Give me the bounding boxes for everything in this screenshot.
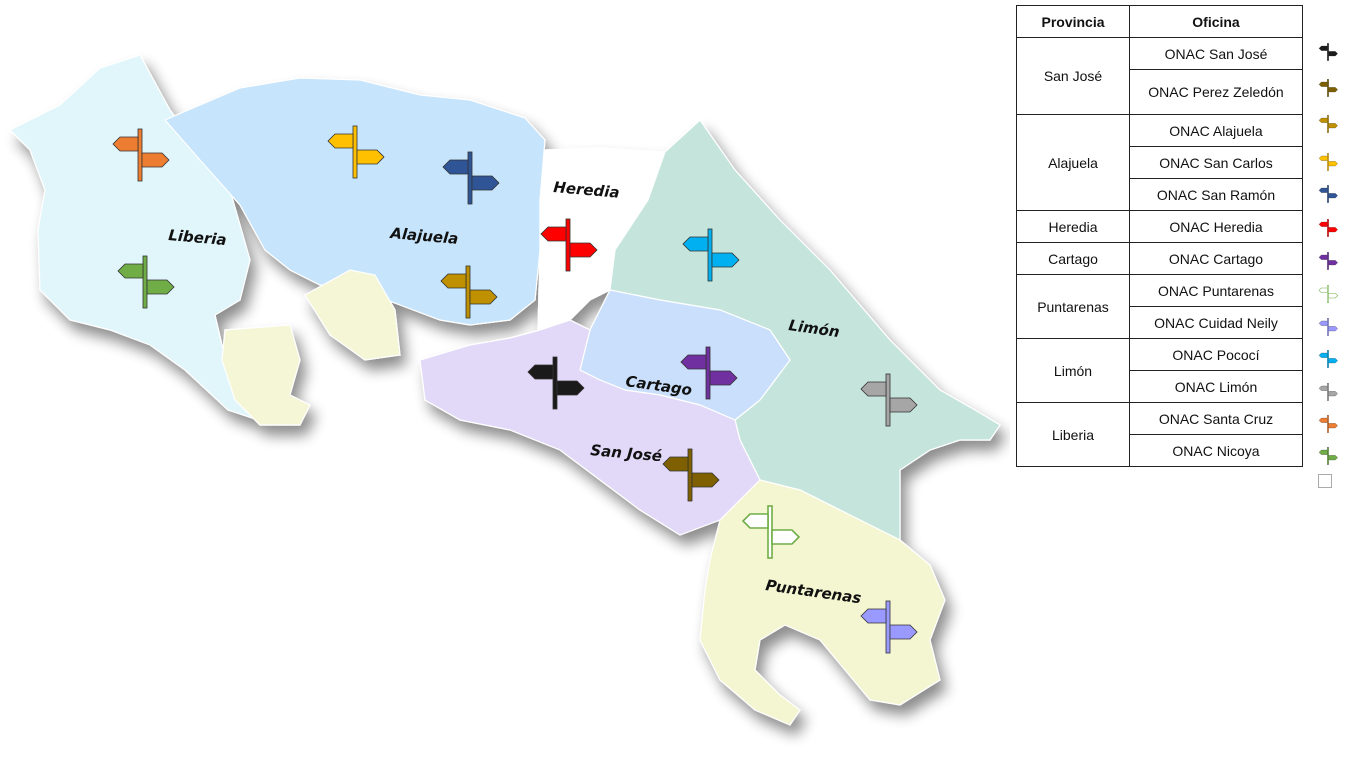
region-sanjose <box>419 319 761 536</box>
table-row: Puntarenas ONAC Puntarenas <box>1016 274 1303 339</box>
office-cell: ONAC Heredia <box>1129 210 1303 243</box>
legend-signpost-icon <box>1318 447 1338 465</box>
table-row: Limón ONAC Pococí <box>1016 338 1303 403</box>
signpost-icon <box>680 346 738 400</box>
office-cell: ONAC Puntarenas <box>1129 274 1303 307</box>
table-row: Heredia ONAC Heredia <box>1016 210 1303 243</box>
label-liberia: Liberia <box>168 226 228 249</box>
table-row: San José ONAC San José <box>1016 37 1303 115</box>
signpost-icon <box>741 505 801 559</box>
signpost-icon <box>662 448 720 502</box>
table-row: ONAC Cuidad Neily <box>1017 306 1303 339</box>
legend-signpost-icon <box>1318 415 1338 433</box>
province-cell: Liberia <box>1016 402 1130 467</box>
province-cell: Heredia <box>1016 210 1130 243</box>
office-cell: ONAC Alajuela <box>1129 114 1303 147</box>
office-cell: ONAC San Ramón <box>1129 178 1303 211</box>
table-row: ONAC San Carlos <box>1017 146 1303 179</box>
signpost-icon <box>117 255 175 309</box>
legend-signpost-icon <box>1318 79 1338 97</box>
signpost-icon <box>682 228 740 282</box>
office-cell: ONAC San Carlos <box>1129 146 1303 179</box>
office-cell: ONAC Cartago <box>1129 242 1303 275</box>
office-cell: ONAC Limón <box>1129 370 1303 403</box>
legend-signpost-icon <box>1318 285 1338 303</box>
legend-signpost-icon <box>1318 318 1338 336</box>
office-cell: ONAC Pococí <box>1129 338 1303 371</box>
office-cell: ONAC Nicoya <box>1129 434 1303 467</box>
province-cell: Alajuela <box>1016 114 1130 211</box>
table-row: ONAC Nicoya <box>1017 434 1303 467</box>
signpost-icon <box>860 600 918 654</box>
legend-signpost-icon <box>1318 153 1338 171</box>
table-row: Cartago ONAC Cartago <box>1016 242 1303 275</box>
province-cell: San José <box>1016 37 1130 115</box>
region-heredia <box>537 147 666 331</box>
legend-signpost-icon <box>1318 185 1338 203</box>
header-provincia: Provincia <box>1016 5 1130 38</box>
signpost-icon <box>440 265 498 319</box>
costa-rica-map: Liberia Alajuela Heredia Limón Cartago S… <box>8 54 1001 726</box>
table-row: ONAC San Ramón <box>1017 178 1303 211</box>
table-row: Alajuela ONAC Alajuela <box>1016 114 1303 211</box>
legend-signpost-icon <box>1318 350 1338 368</box>
signpost-icon <box>540 218 598 272</box>
region-puntarenas <box>699 479 946 726</box>
region-alajuela <box>164 77 546 326</box>
legend-signpost-icon <box>1318 43 1338 61</box>
office-cell: ONAC Santa Cruz <box>1129 402 1303 435</box>
table-end-marker <box>1318 474 1332 488</box>
label-heredia: Heredia <box>553 178 621 202</box>
signpost-icon <box>527 356 585 410</box>
office-cell: ONAC Cuidad Neily <box>1129 306 1303 339</box>
signpost-icon <box>327 125 385 179</box>
table-row: Liberia ONAC Santa Cruz <box>1016 402 1303 467</box>
signpost-icon <box>112 128 170 182</box>
legend-signpost-icon <box>1318 383 1338 401</box>
office-cell: ONAC San José <box>1129 37 1303 70</box>
region-nicoya-strip <box>221 324 311 426</box>
region-central-strip <box>304 269 401 361</box>
office-legend-table: Provincia Oficina San José ONAC San José… <box>1016 5 1303 467</box>
signpost-icon <box>442 151 500 205</box>
label-alajuela: Alajuela <box>389 224 459 248</box>
office-cell: ONAC Perez Zeledón <box>1129 69 1303 115</box>
legend-signpost-icon <box>1318 252 1338 270</box>
province-cell: Puntarenas <box>1016 274 1130 339</box>
province-cell: Limón <box>1016 338 1130 403</box>
legend-signpost-icon <box>1318 115 1338 133</box>
legend-signpost-icon <box>1318 219 1338 237</box>
signpost-icon <box>860 373 918 427</box>
header-oficina: Oficina <box>1129 5 1303 38</box>
province-cell: Cartago <box>1016 242 1130 275</box>
table-row: ONAC Perez Zeledón <box>1017 69 1303 115</box>
